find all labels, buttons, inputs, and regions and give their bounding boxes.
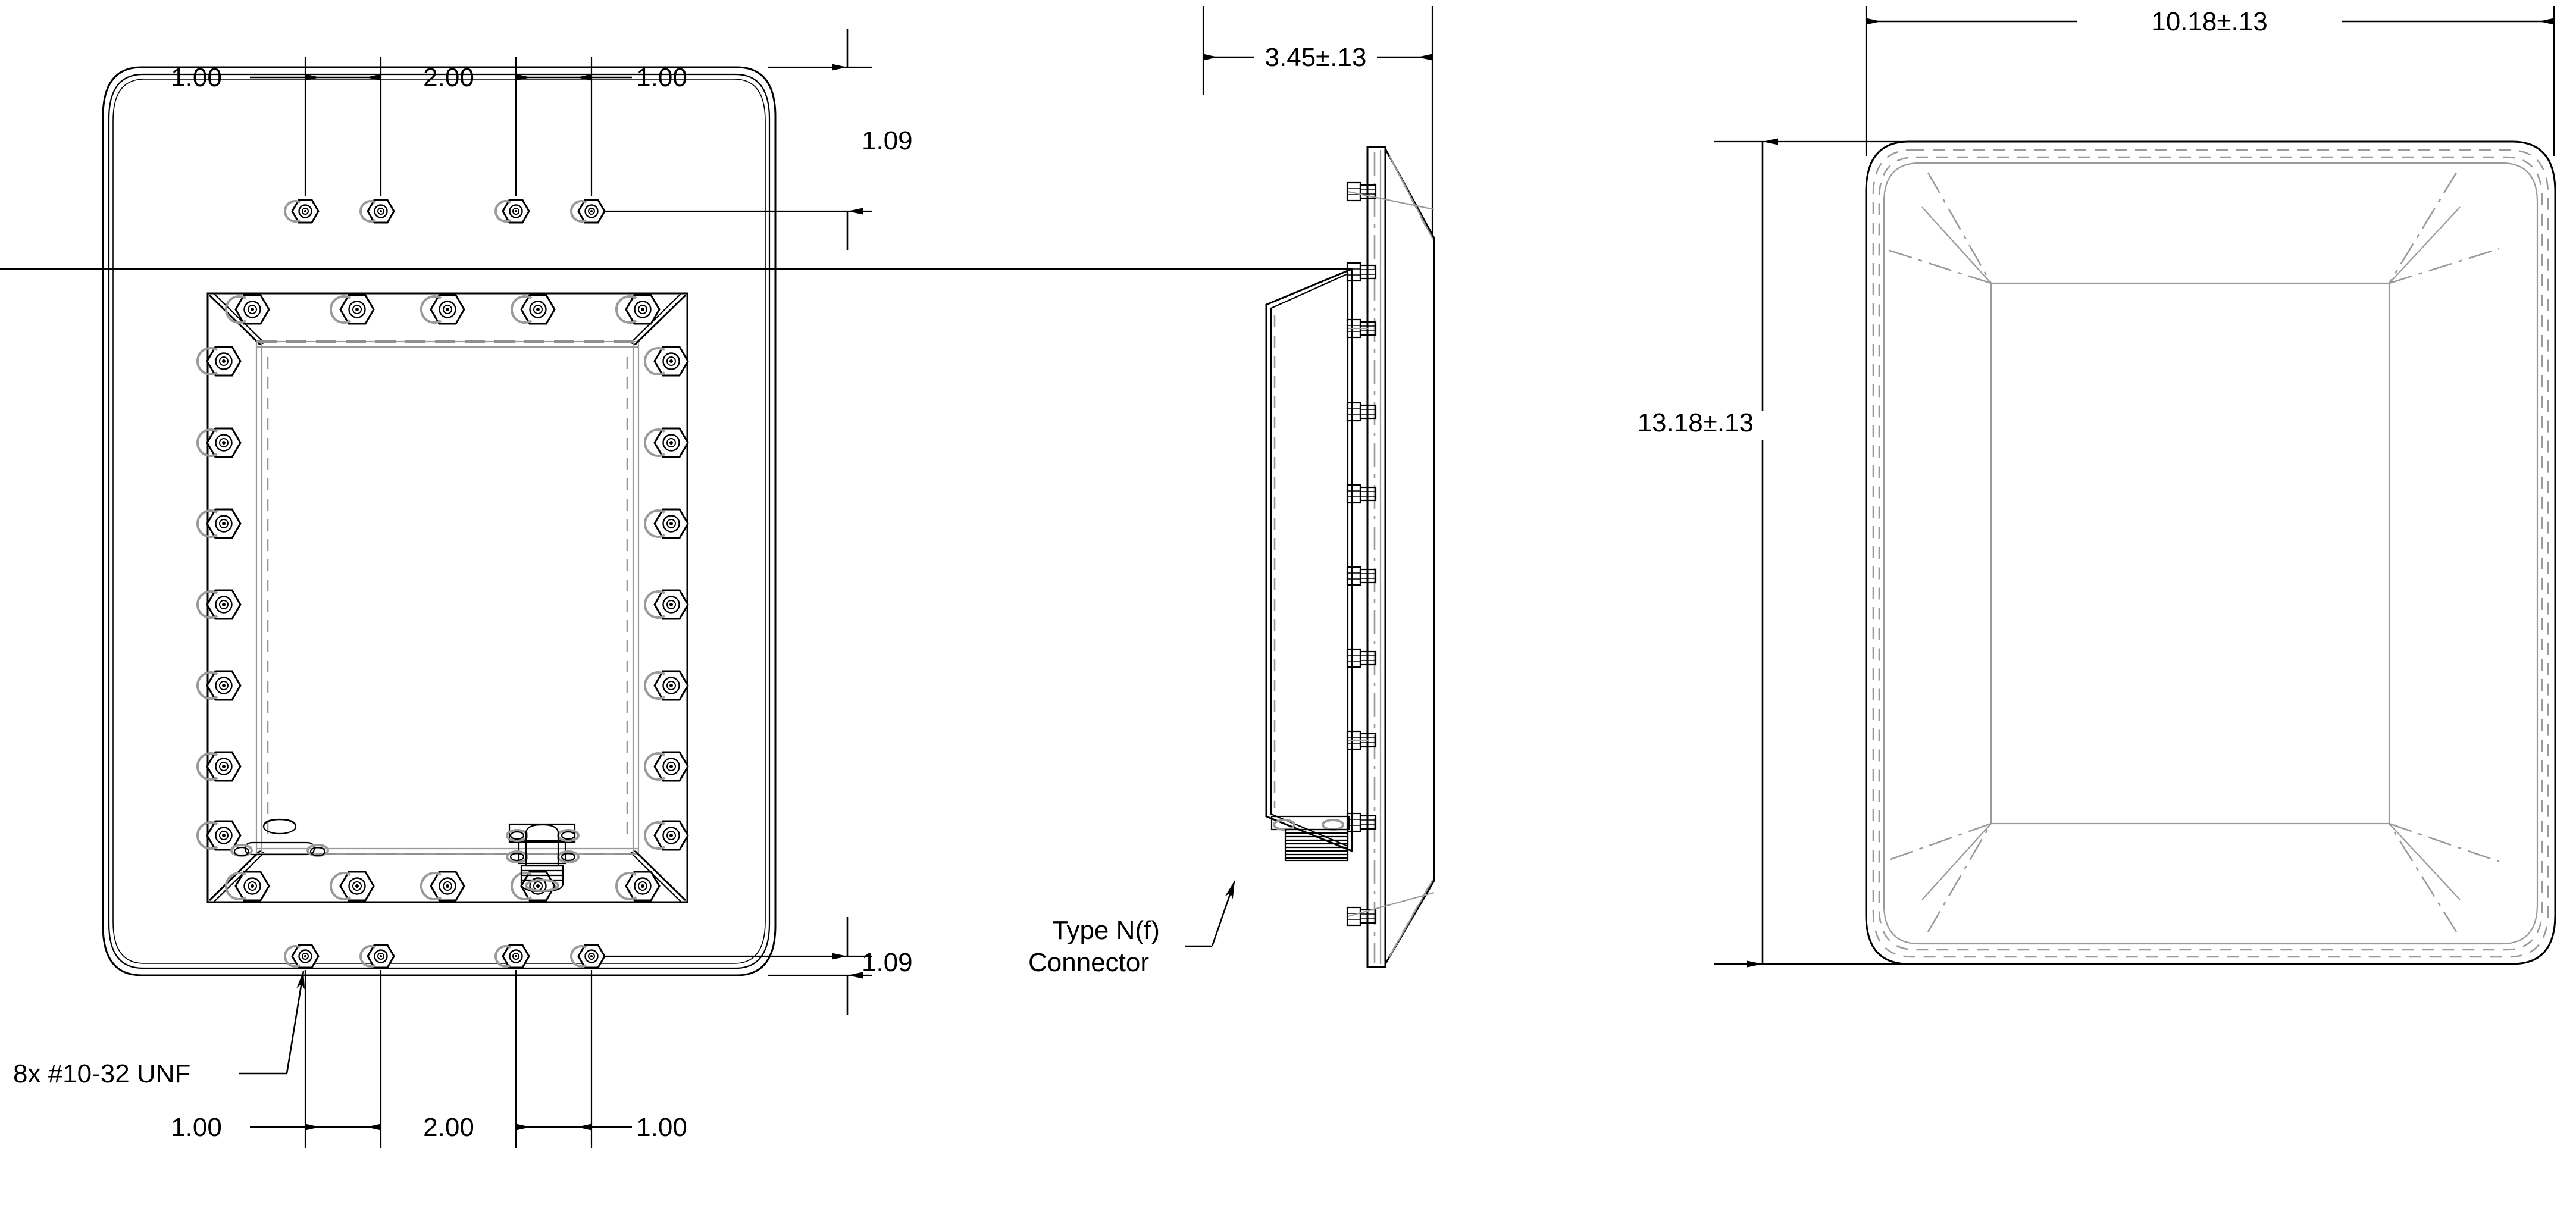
top-dim-2-text: 2.00: [423, 63, 474, 92]
panel-bolt-row-top: [284, 199, 606, 224]
bottom-dim-1-text: 1.00: [171, 1113, 222, 1142]
top-dim-3-text: 1.00: [636, 63, 687, 92]
panel-bolt-row-bottom: [284, 944, 606, 969]
connector-callout-line2: Connector: [1028, 948, 1149, 977]
front-edge-dim-top: 1.09: [605, 29, 913, 250]
edge-dim-top-text: 1.09: [862, 126, 913, 155]
aperture-bolt-col-left: [196, 346, 242, 851]
rear-width-dimension: 10.18±.13: [1865, 6, 2555, 156]
connector-callout-line1: Type N(f): [1052, 916, 1160, 945]
front-bottom-dimensions: 1.00 2.00 1.00: [171, 970, 687, 1148]
front-top-dimensions: 1.00 2.00 1.00: [171, 57, 687, 196]
side-radome-profile: [1384, 148, 1435, 965]
n-connector-threads: [1284, 828, 1349, 862]
vent-fitting: [230, 818, 329, 857]
side-bolt-column: [1346, 181, 1435, 927]
thread-callout-text: 8x #10-32 UNF: [13, 1059, 190, 1088]
front-view: 1.00 2.00 1.00 1.09: [13, 29, 913, 1148]
connector-callout-leader: Type N(f) Connector: [1028, 880, 1236, 977]
front-aperture: [206, 292, 688, 903]
rear-height-dimension: 13.18±.13: [1638, 138, 1904, 968]
aperture-bolt-col-right: [643, 346, 689, 851]
aperture-bolt-row-bottom: [224, 871, 661, 902]
bottom-dim-3-text: 1.00: [636, 1113, 687, 1142]
thread-callout-leader: 8x #10-32 UNF: [13, 971, 305, 1088]
side-n-connector: [1270, 815, 1350, 862]
front-edge-dim-bottom: 1.09: [605, 917, 913, 1015]
side-flange-plate: [1366, 146, 1386, 968]
depth-dim-text: 3.45±.13: [1265, 43, 1367, 72]
side-enclosure-profile: [0, 267, 1353, 853]
top-dim-1-text: 1.00: [171, 63, 222, 92]
side-depth-dimension: 3.45±.13: [1202, 6, 1433, 238]
rear-inner-face: [1883, 172, 2500, 932]
bottom-dim-2-text: 2.00: [423, 1113, 474, 1142]
front-panel-outline: [102, 66, 777, 976]
rear-view: 10.18±.13 13.18±.13: [1638, 6, 2556, 968]
rear-body-outline: [1865, 140, 2556, 965]
front-n-connector: [506, 823, 580, 893]
height-dim-text: 13.18±.13: [1638, 408, 1754, 437]
width-dim-text: 10.18±.13: [2151, 7, 2267, 36]
edge-dim-bottom-text: 1.09: [862, 948, 913, 977]
side-view: 3.45±.13: [0, 6, 1435, 977]
aperture-bolt-row-top: [224, 294, 661, 325]
